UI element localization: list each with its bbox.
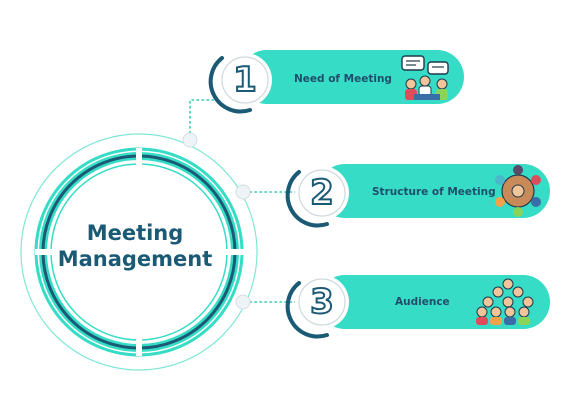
step-3-label: Audience	[395, 296, 450, 308]
center-title: Meeting Management	[50, 220, 220, 272]
meeting-people-icon	[401, 55, 449, 100]
step-3-number: 3	[309, 281, 335, 323]
roundtable-handshake-icon	[495, 165, 541, 217]
connector-nodes	[182, 132, 251, 310]
step-1-label: Need of Meeting	[294, 73, 392, 85]
step-2-number: 2	[309, 172, 335, 214]
step-1-number: 1	[232, 59, 258, 101]
center-title-line1: Meeting	[86, 221, 184, 245]
audience-crowd-icon	[476, 278, 534, 325]
center-title-line2: Management	[57, 247, 213, 271]
connectors	[189, 99, 301, 303]
central-circle	[20, 133, 258, 371]
step-2-label: Structure of Meeting	[372, 186, 496, 198]
step-2-pill	[285, 164, 550, 228]
